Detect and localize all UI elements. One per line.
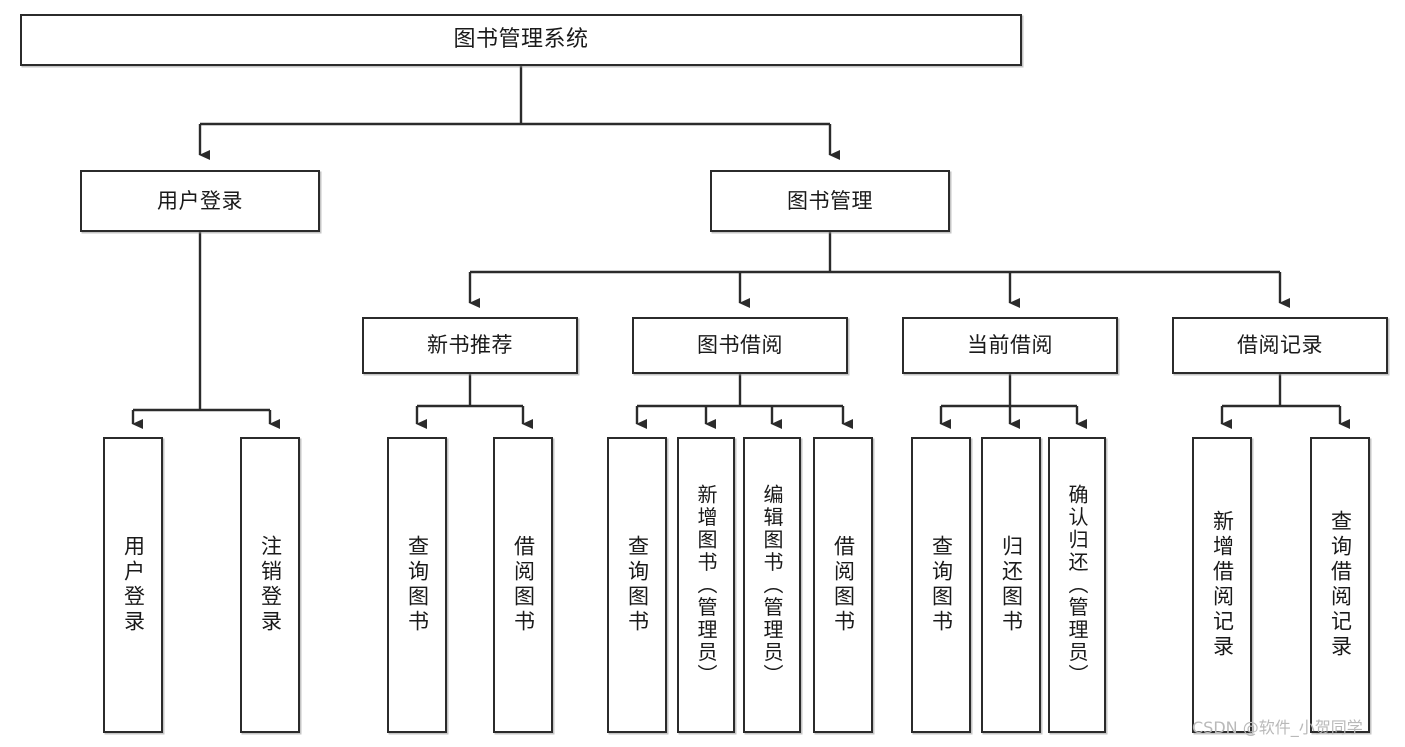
watermark-text: CSDN @软件_小贺同学 [1192,718,1363,737]
node-label: 查询图书 [405,535,430,635]
leaf-edit-book-admin[interactable]: 编辑图书（管理员） [743,437,801,733]
node-user-login[interactable]: 用户登录 [80,170,320,232]
node-label: 新增借阅记录 [1210,510,1235,660]
node-new-book-recommend[interactable]: 新书推荐 [362,317,578,374]
node-book-management[interactable]: 图书管理 [710,170,950,232]
node-label: 图书借阅 [697,333,783,358]
node-label: 当前借阅 [967,333,1053,358]
node-label: 确认归还（管理员） [1065,483,1089,687]
node-label: 借阅图书 [511,535,536,635]
node-label: 查询图书 [625,535,650,635]
leaf-query-book-current[interactable]: 查询图书 [911,437,971,733]
node-current-borrow[interactable]: 当前借阅 [902,317,1118,374]
node-book-borrow[interactable]: 图书借阅 [632,317,848,374]
node-label: 用户登录 [121,535,146,635]
node-label: 注销登录 [258,535,283,635]
node-label: 归还图书 [999,535,1024,635]
leaf-add-borrow-record[interactable]: 新增借阅记录 [1192,437,1252,733]
leaf-confirm-return-admin[interactable]: 确认归还（管理员） [1048,437,1106,733]
node-label: 图书管理系统 [453,27,589,53]
node-label: 新增图书（管理员） [694,483,718,687]
leaf-user-login[interactable]: 用户登录 [103,437,163,733]
node-label: 编辑图书（管理员） [760,483,784,687]
node-borrow-records[interactable]: 借阅记录 [1172,317,1388,374]
node-label: 图书管理 [787,188,873,213]
node-label: 查询借阅记录 [1328,510,1353,660]
leaf-borrow-book[interactable]: 借阅图书 [813,437,873,733]
node-label: 借阅记录 [1237,333,1323,358]
leaf-query-borrow-record[interactable]: 查询借阅记录 [1310,437,1370,733]
leaf-return-book[interactable]: 归还图书 [981,437,1041,733]
node-root-system[interactable]: 图书管理系统 [20,14,1022,66]
leaf-add-book-admin[interactable]: 新增图书（管理员） [677,437,735,733]
node-label: 借阅图书 [831,535,856,635]
leaf-query-book-borrow[interactable]: 查询图书 [607,437,667,733]
leaf-logout-login[interactable]: 注销登录 [240,437,300,733]
node-label: 新书推荐 [427,333,513,358]
leaf-query-book-recommend[interactable]: 查询图书 [387,437,447,733]
node-label: 用户登录 [157,188,243,213]
leaf-borrow-book-recommend[interactable]: 借阅图书 [493,437,553,733]
node-label: 查询图书 [929,535,954,635]
